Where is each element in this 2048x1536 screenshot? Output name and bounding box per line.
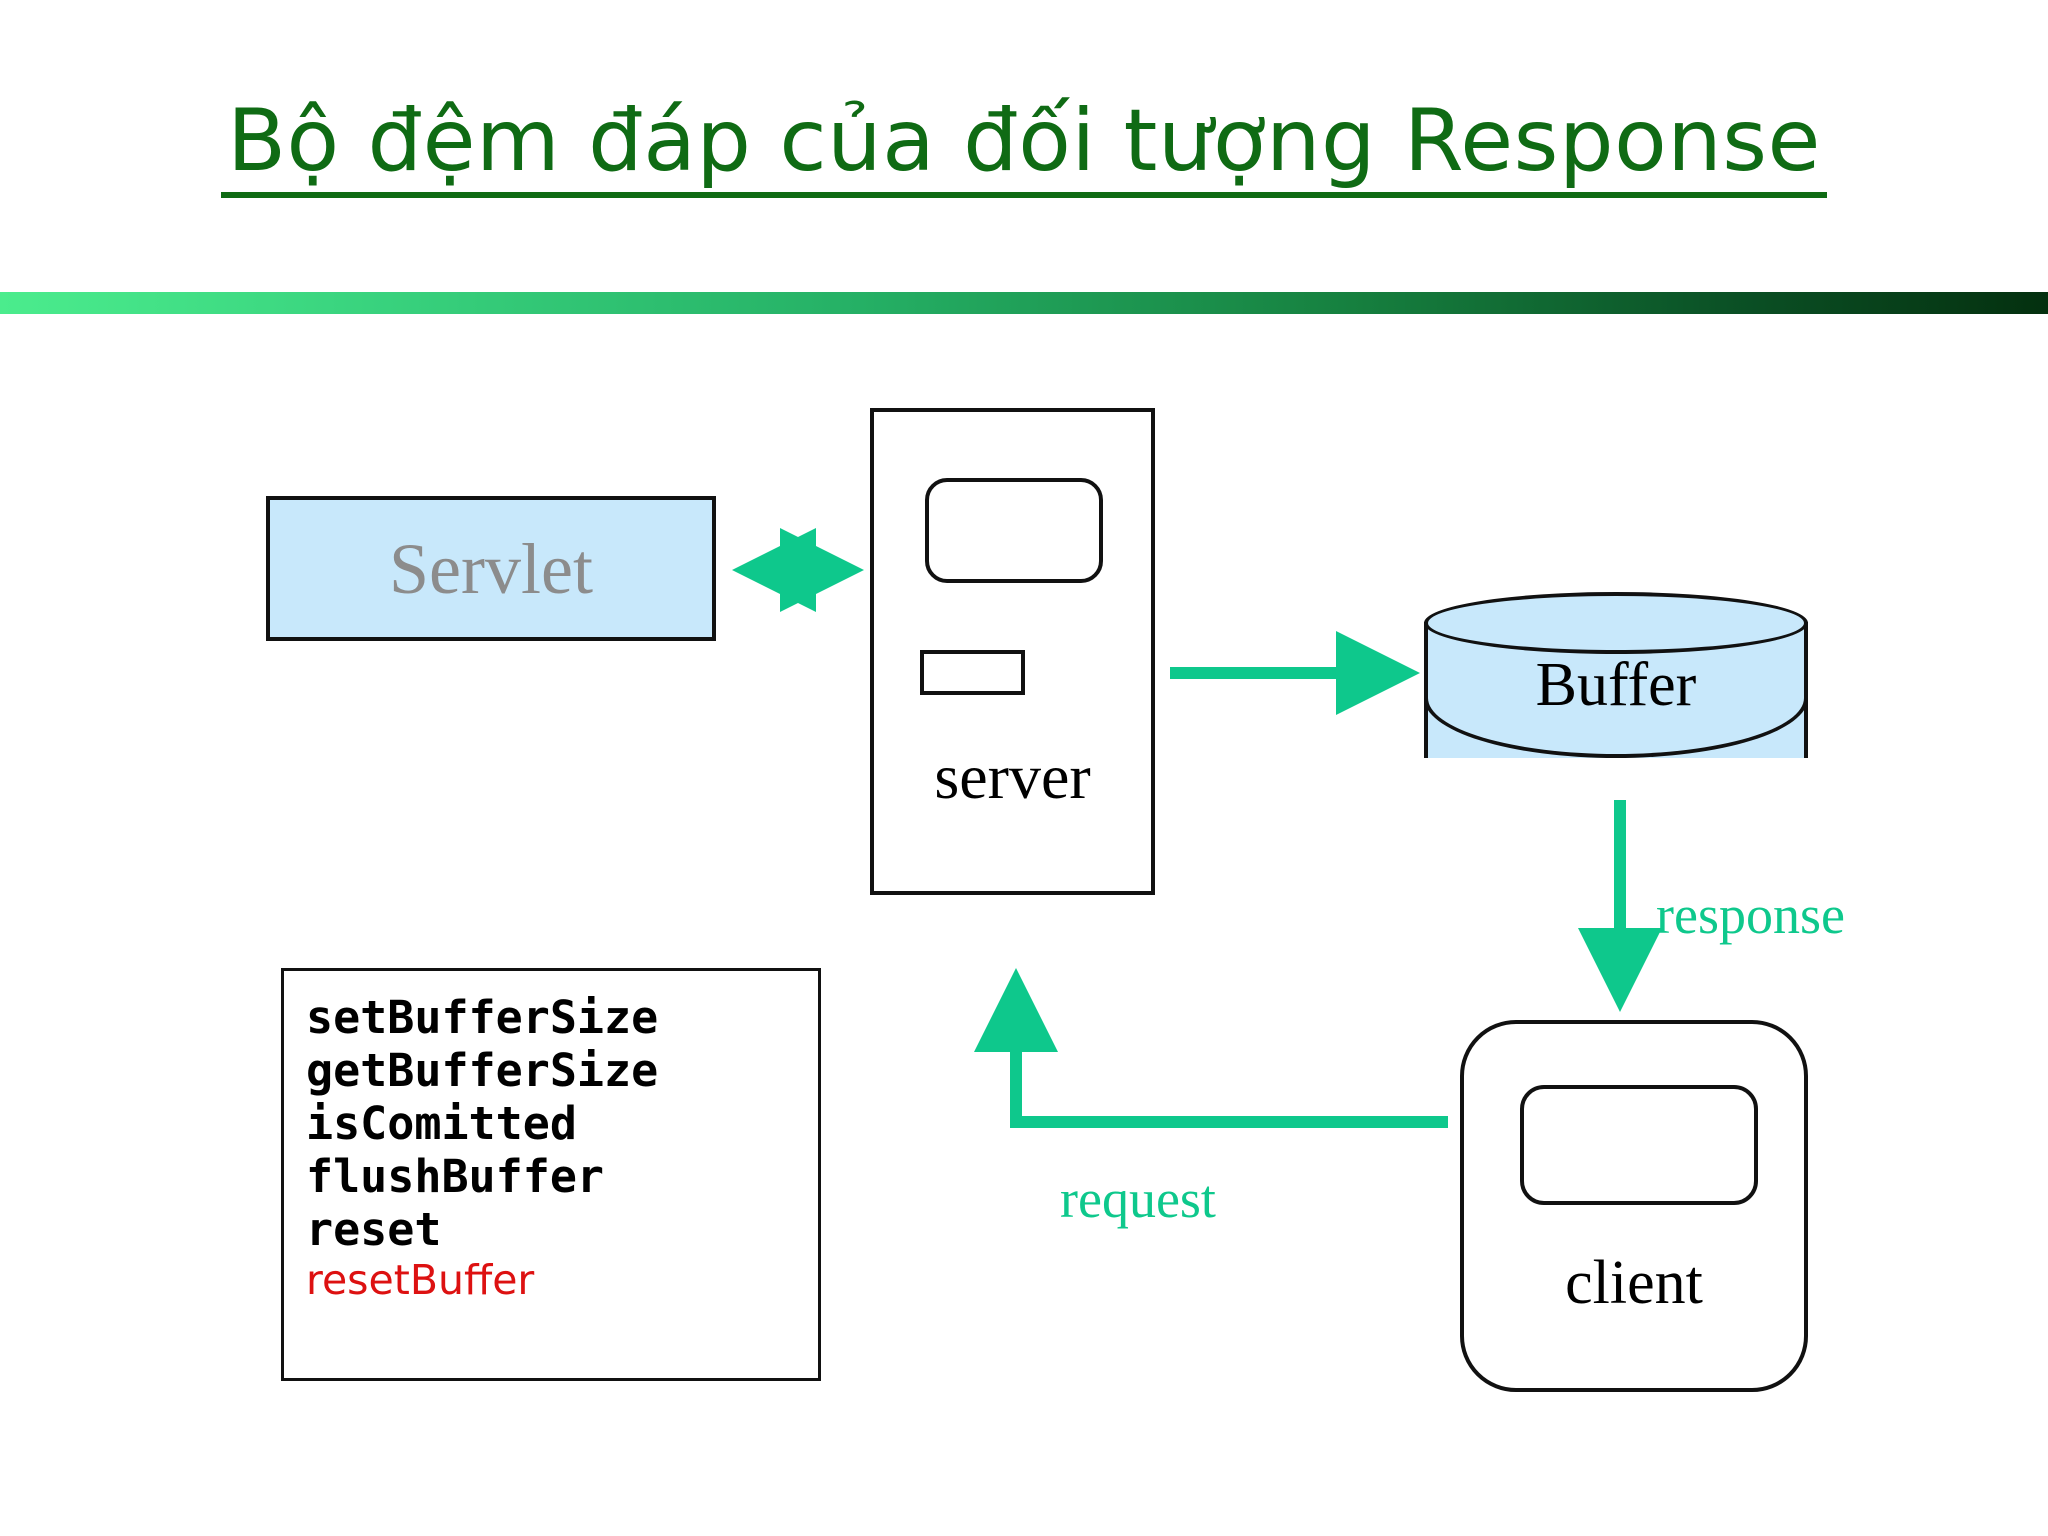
node-buffer: Buffer	[1424, 592, 1808, 788]
divider-bar	[0, 292, 2048, 314]
node-buffer-label: Buffer	[1535, 651, 1697, 719]
node-client-label: client	[1565, 1249, 1703, 1317]
node-servlet: Servlet	[266, 496, 716, 641]
list-item: isComitted	[306, 1097, 577, 1151]
client-screen-icon	[1520, 1085, 1758, 1205]
edge-label-request: request	[1060, 1169, 1216, 1229]
list-item: flushBuffer	[306, 1150, 605, 1204]
server-drive-slot-icon	[920, 650, 1025, 695]
title-block: Bộ đệm đáp của đối tượng Response	[0, 96, 2048, 199]
list-item: setBufferSize	[306, 991, 659, 1044]
edge-client-server	[974, 968, 1448, 1128]
server-screen-icon	[925, 478, 1103, 583]
list-item: getBufferSize	[306, 1044, 659, 1098]
methods-list: setBufferSize getBufferSize isComitted f…	[281, 968, 821, 1381]
list-item-highlighted: resetBuffer	[306, 1256, 535, 1305]
edge-label-response: response	[1656, 885, 1845, 945]
list-item: reset	[306, 1203, 442, 1257]
node-servlet-label: Servlet	[389, 528, 593, 609]
node-server-label: server	[934, 741, 1091, 812]
page-title: Bộ đệm đáp của đối tượng Response	[221, 96, 1827, 199]
node-client	[1460, 1020, 1808, 1392]
buffer-cylinder-top	[1424, 592, 1808, 654]
